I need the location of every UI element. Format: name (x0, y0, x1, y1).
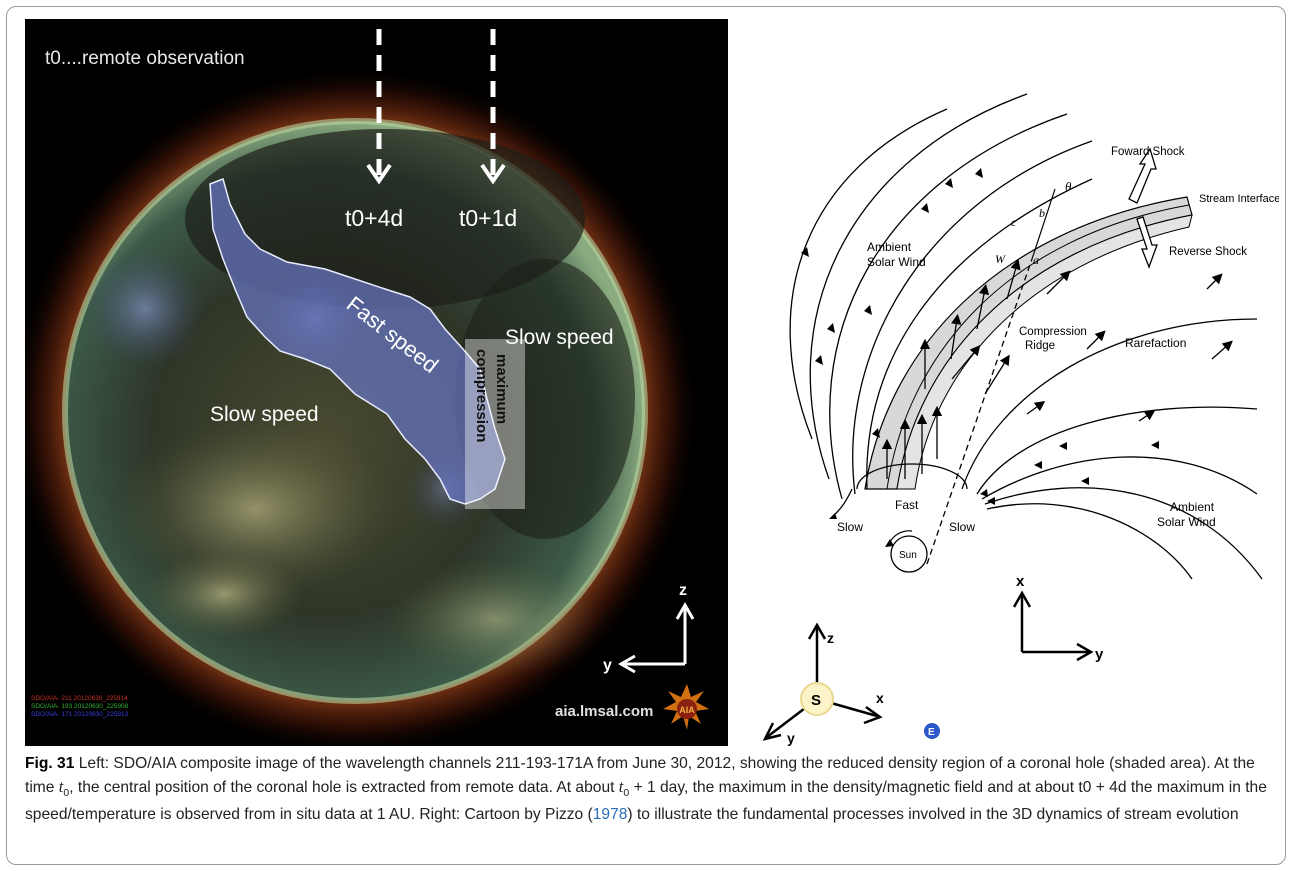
label-reverse-shock: Reverse Shock (1169, 246, 1247, 258)
label-ambient-bottom-2: Solar Wind (1157, 515, 1216, 529)
label-ambient-bottom-1: Ambient (1170, 500, 1215, 514)
stream-interface-line (886, 204, 1190, 490)
legend-171: SDO/AIA- 171 20120630_225913 (31, 711, 129, 718)
label-compression: Compression (1019, 326, 1087, 338)
title-remote-observation: t0....remote observation (45, 48, 245, 69)
sun-circle (890, 535, 928, 573)
caption-text-4: ) to illustrate the fundamental processe… (627, 806, 1239, 824)
caption-sub-b: 0 (623, 786, 630, 799)
legend-193: SDO/AIA- 193 20120630_225908 (31, 703, 129, 710)
field-line-top-5 (866, 178, 1093, 490)
caption-text-2: , the central position of the coronal ho… (69, 778, 619, 796)
axis-y-label: y (603, 657, 612, 674)
axis3d-e-label: E (928, 727, 935, 738)
field-line-bottom-4 (984, 487, 1263, 580)
label-forward-shock: Foward Shock (1111, 146, 1185, 158)
caption-text-1: Left: SDO/AIA composite image of the wav… (25, 755, 1255, 796)
field-line-top-1 (852, 140, 1093, 495)
label-maximum: maximum (493, 354, 510, 424)
figure-caption: Fig. 31 Left: SDO/AIA composite image of… (25, 753, 1275, 827)
reverse-shock-arrow (1136, 216, 1158, 269)
field-line-top-4 (789, 108, 948, 440)
caption-text-3: + 1 day, the maximum in the density/magn… (25, 778, 1267, 824)
field-line-bottom-1 (961, 318, 1258, 490)
label-ambient-top-2: Solar Wind (867, 255, 926, 269)
label-t0-4d: t0+4d (345, 205, 403, 231)
max-compression-box (465, 339, 525, 509)
label-a: a (1033, 253, 1039, 267)
label-ambient-top-1: Ambient (867, 240, 912, 254)
field-line-bottom-2 (976, 406, 1258, 495)
label-sun: Sun (899, 550, 917, 561)
figure-frame: t0....remote observation t0+4d t0+1d Fas… (6, 6, 1286, 865)
axis-z-label: z (679, 582, 687, 599)
label-ridge: Ridge (1025, 340, 1055, 352)
axis3d-x-label: x (876, 690, 884, 706)
axis3d-s-label: S (811, 692, 821, 709)
logo-text: AIA (679, 705, 695, 715)
credit-aia-lmsal: aia.lmsal.com (555, 703, 653, 720)
field-line-bottom-5 (986, 503, 1193, 580)
aia-logo: AIA (663, 684, 709, 730)
earth-marker (924, 723, 940, 739)
pizzo-cartoon: Foward Shock Stream Interface Reverse Sh… (737, 19, 1279, 746)
coronal-hole-region (209, 178, 506, 505)
label-stream-interface: Stream Interface (1199, 193, 1279, 205)
label-theta: θ (1065, 179, 1072, 194)
caption-ref-link[interactable]: 1978 (592, 806, 628, 824)
field-line-top-2 (829, 113, 1068, 500)
caption-t0-b: t (618, 776, 624, 796)
axis-x-label: x (1016, 573, 1025, 590)
caption-t0-a: t (58, 776, 64, 796)
label-slow-left: Slow (837, 520, 863, 534)
caption-fig-label: Fig. 31 (25, 755, 75, 772)
axis-y-label-right: y (1095, 646, 1104, 663)
field-line-top-3 (809, 93, 1028, 480)
axis3d-z-label: z (827, 630, 834, 646)
label-fast: Fast (895, 498, 919, 512)
radial-dashed-line (926, 258, 1033, 565)
label-c: c (1011, 215, 1017, 229)
label-slow-speed-right: Slow speed (505, 326, 614, 349)
axis3d-y-label: y (787, 730, 795, 746)
sun-origin (800, 682, 834, 716)
radial-solid-line (1031, 188, 1056, 260)
sdo-aia-image: t0....remote observation t0+4d t0+1d Fas… (25, 19, 728, 746)
label-compression: compression (473, 349, 490, 442)
label-slow-right: Slow (949, 520, 975, 534)
caption-sub-a: 0 (63, 786, 70, 799)
forward-shock-arrow (1128, 147, 1157, 204)
label-slow-speed-left: Slow speed (210, 403, 319, 426)
label-rarefaction: Rarefaction (1125, 336, 1186, 350)
label-w: W (995, 252, 1006, 266)
label-b: b (1039, 206, 1045, 220)
legend-211: SDO/AIA- 211 20120630_225914 (31, 695, 128, 702)
label-t0-1d: t0+1d (459, 205, 517, 231)
field-line-bottom-3 (981, 456, 1258, 500)
